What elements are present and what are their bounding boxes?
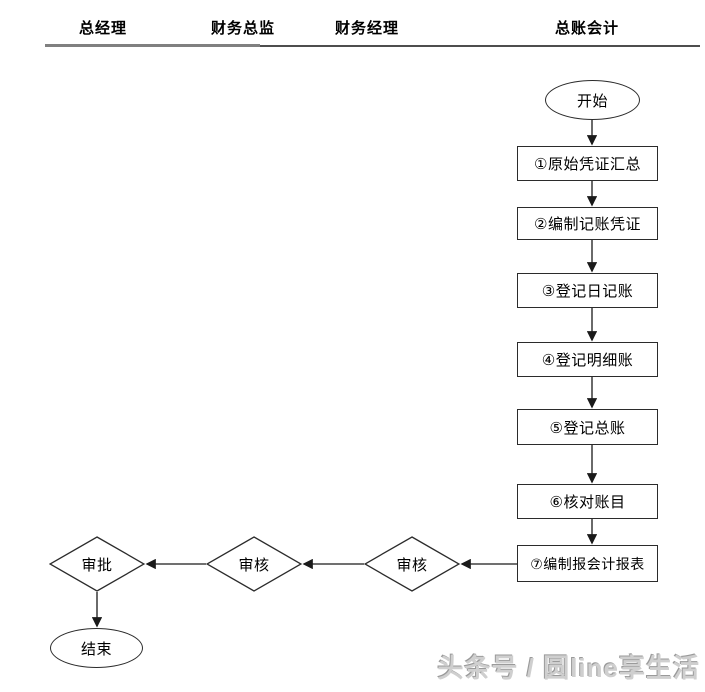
decision-node-approve: 审批 — [49, 536, 145, 592]
lane-header-general-manager: 总经理 — [78, 20, 127, 37]
step-node-1-label: ①原始凭证汇总 — [534, 156, 641, 173]
header-divider-right — [260, 45, 700, 47]
diamond-shape — [49, 536, 145, 592]
end-node: 结束 — [50, 628, 143, 668]
header-divider-left — [45, 44, 260, 47]
lane-header-gl-accountant: 总账会计 — [554, 20, 619, 37]
step-node-7: ⑦编制报会计报表 — [517, 545, 658, 582]
step-node-5-label: ⑤登记总账 — [549, 419, 626, 437]
step-node-5: ⑤登记总账 — [517, 409, 658, 445]
start-node-label: 开始 — [576, 92, 608, 110]
start-node: 开始 — [545, 80, 640, 120]
step-node-6: ⑥核对账目 — [517, 484, 658, 519]
step-node-2-label: ②编制记账凭证 — [534, 216, 641, 233]
lane-header-finance-manager: 财务经理 — [334, 20, 399, 37]
step-node-4-label: ④登记明细账 — [541, 352, 634, 369]
decision-node-review-2-label: 审核 — [238, 556, 270, 574]
watermark-text: 头条号 / 圆line享生活 — [437, 653, 700, 683]
end-node-label: 结束 — [80, 640, 112, 658]
decision-node-review-1: 审核 — [364, 536, 460, 592]
step-node-3: ③登记日记账 — [517, 273, 658, 308]
step-node-7-label: ⑦编制报会计报表 — [530, 555, 645, 572]
lane-header-finance-director: 财务总监 — [210, 20, 275, 37]
step-node-1: ①原始凭证汇总 — [517, 146, 658, 181]
decision-node-approve-label: 审批 — [81, 556, 113, 574]
decision-node-review-1-label: 审核 — [396, 556, 428, 574]
diamond-shape — [206, 536, 302, 592]
step-node-6-label: ⑥核对账目 — [549, 494, 626, 511]
step-node-2: ②编制记账凭证 — [517, 207, 658, 240]
diamond-shape — [364, 536, 460, 592]
decision-node-review-2: 审核 — [206, 536, 302, 592]
step-node-4: ④登记明细账 — [517, 342, 658, 377]
step-node-3-label: ③登记日记账 — [541, 283, 634, 300]
